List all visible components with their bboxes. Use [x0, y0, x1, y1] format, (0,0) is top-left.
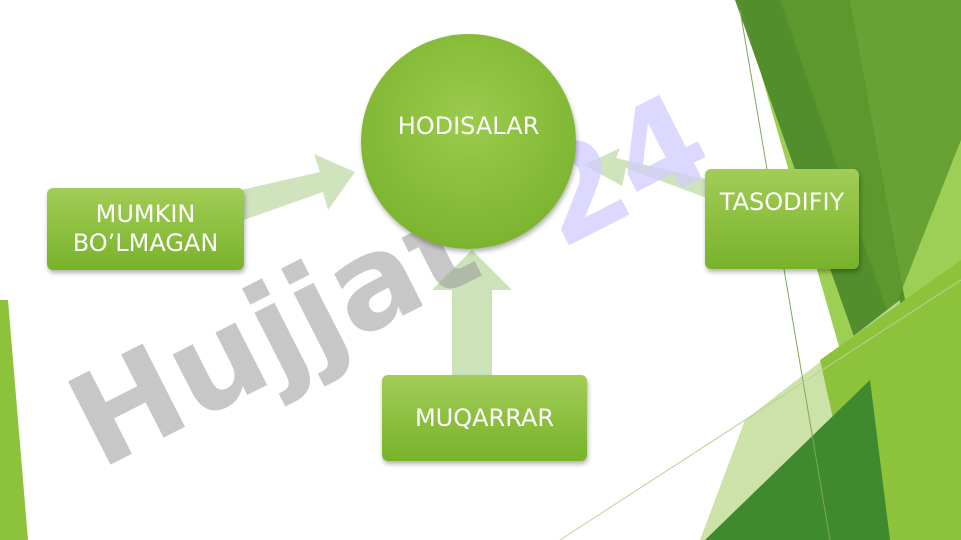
- node-muqarrar: MUQARRAR: [382, 375, 587, 461]
- node-mumkin-bolmagan-label: MUMKIN BO’LMAGAN: [72, 200, 219, 257]
- node-tasodifiy: TASODIFIY: [705, 169, 859, 269]
- accent-shape-mid: [780, 0, 961, 320]
- node-muqarrar-label: MUQARRAR: [414, 403, 555, 432]
- accent-shape-deep: [705, 380, 890, 540]
- arrow-bottom-to-center: [432, 250, 512, 376]
- accent-line-2: [559, 279, 961, 540]
- node-hodisalar: HODISALAR: [361, 34, 576, 249]
- node-mumkin-bolmagan: MUMKIN BO’LMAGAN: [47, 188, 244, 270]
- accent-line: [739, 9, 831, 540]
- node-tasodifiy-label: TASODIFIY: [719, 188, 845, 216]
- accent-shape-left: [0, 300, 28, 540]
- arrow-right-to-center: [584, 148, 718, 200]
- arrow-left-to-center: [232, 154, 355, 222]
- node-hodisalar-label: HODISALAR: [397, 112, 540, 140]
